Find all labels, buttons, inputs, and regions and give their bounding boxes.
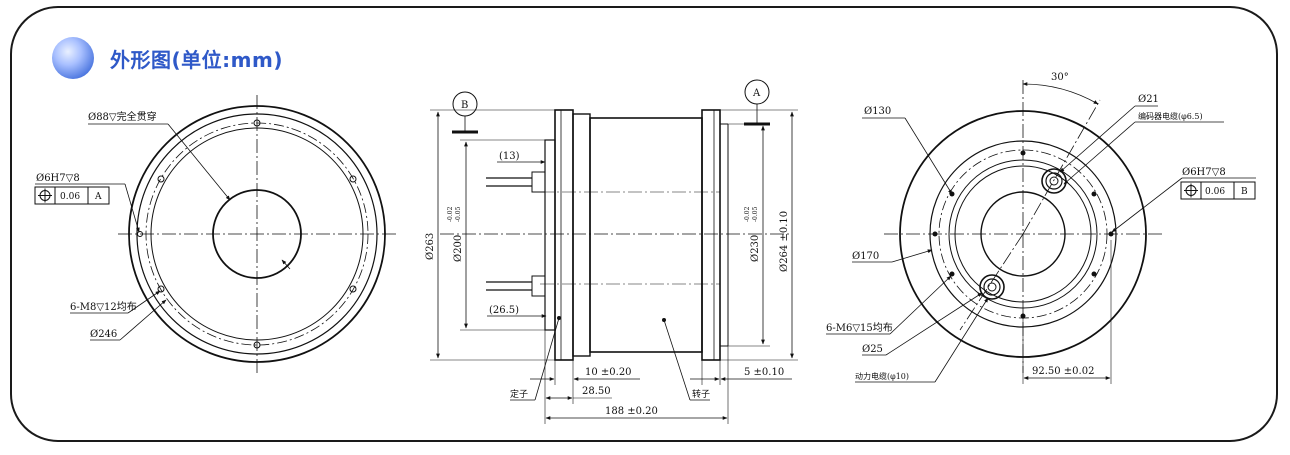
right-datum-label: B <box>1241 187 1248 197</box>
rotor-body <box>589 117 703 353</box>
right-angle-label: 30° <box>1051 72 1069 83</box>
side-cable-dim: (13) <box>499 151 520 162</box>
page-title: 外形图(单位:mm) <box>110 47 283 72</box>
side-stator-length: 28.50 <box>582 386 611 397</box>
right-view <box>826 80 1256 384</box>
side-datum-a: A <box>752 88 761 99</box>
side-rotor-dia: Ø230 <box>750 235 761 262</box>
side-rotor-tol-upper: -0.02 <box>744 206 751 222</box>
right-tolerance-value: 0.06 <box>1205 187 1225 197</box>
left-datum-label: A <box>94 192 102 202</box>
right-threaded-holes: 6-M6▽15均布 <box>826 322 893 334</box>
right-power-cable: 动力电缆(φ10) <box>855 371 909 381</box>
left-pin-hole-label: Ø6H7▽8 <box>36 173 80 184</box>
right-encoder-cable: 编码器电缆(φ6.5) <box>1138 111 1203 121</box>
side-flange-dia: Ø264 ±0.10 <box>779 211 790 272</box>
left-tolerance-value: 0.06 <box>60 192 80 202</box>
header-orb-icon <box>52 37 94 79</box>
left-threaded-holes-label: 6-M8▽12均布 <box>70 301 137 313</box>
side-stator-offset: (26.5) <box>489 305 519 316</box>
right-dia-130: Ø130 <box>864 106 891 117</box>
side-view <box>430 79 798 424</box>
side-end-width: 5 ±0.10 <box>744 367 784 378</box>
stator-label: 定子 <box>510 388 528 400</box>
right-pin-hole-label: Ø6H7▽8 <box>1182 167 1226 178</box>
right-dia-170: Ø170 <box>852 251 879 262</box>
rotor-flange <box>701 109 721 361</box>
right-offset-dim: 92.50 ±0.02 <box>1032 366 1094 377</box>
drawing-frame <box>10 6 1278 442</box>
left-bolt-circle-label: Ø246 <box>90 329 117 340</box>
left-view <box>34 95 396 373</box>
side-stator-dia: Ø200 <box>453 235 464 262</box>
side-stator-tol-lower: -0.05 <box>455 206 462 222</box>
side-flange-width: 10 ±0.20 <box>585 367 632 378</box>
left-thru-hole-label: Ø88▽完全贯穿 <box>88 110 157 123</box>
section-header: 外形图(单位:mm) <box>52 37 283 79</box>
right-dia-21: Ø21 <box>1138 94 1159 105</box>
side-datum-b: B <box>461 100 468 111</box>
side-rotor-tol-lower: -0.05 <box>752 206 759 222</box>
side-total-length: 188 ±0.20 <box>605 406 658 417</box>
side-stator-tol-upper: -0.02 <box>447 206 454 222</box>
rotor-label: 转子 <box>692 388 710 400</box>
right-dia-25: Ø25 <box>862 344 883 355</box>
side-outer-dia: Ø263 <box>425 233 436 260</box>
